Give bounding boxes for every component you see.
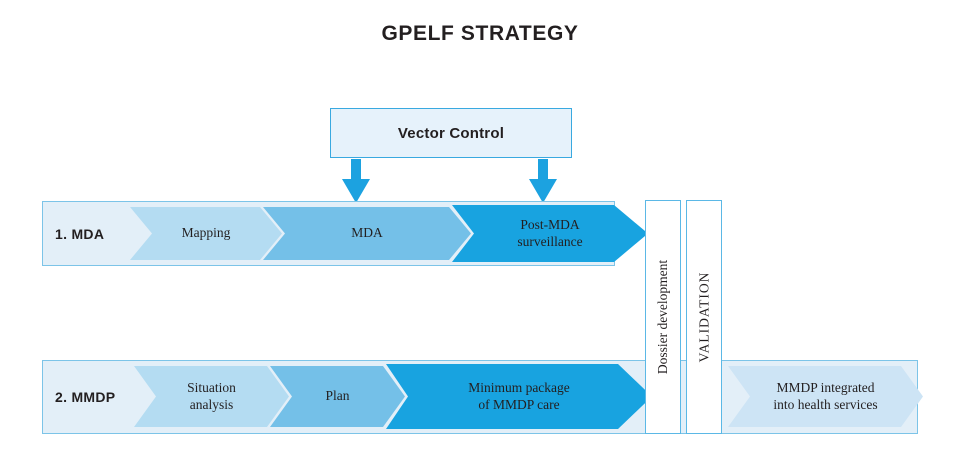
step-minimum-package-of-mmdp-care: Minimum package of MMDP care bbox=[386, 364, 652, 429]
page-title: GPELF STRATEGY bbox=[381, 22, 579, 45]
arrow-stem bbox=[351, 159, 361, 181]
step-plan-label: Plan bbox=[325, 388, 350, 404]
step-post-mda-surveillance: Post-MDA surveillance bbox=[452, 205, 648, 262]
down-arrow-icon-right bbox=[529, 159, 557, 203]
step-line-2: of MMDP care bbox=[478, 396, 560, 412]
down-arrow-icon-left bbox=[342, 159, 370, 203]
row-mmdp-label: 2. MMDP bbox=[55, 389, 116, 405]
step-minimum-package-label: Minimum package of MMDP care bbox=[462, 380, 576, 413]
vertical-box-validation-label: VALIDATION bbox=[696, 271, 711, 363]
arrow-head bbox=[529, 179, 557, 203]
vertical-box-dossier-development: Dossier development bbox=[645, 200, 681, 434]
vector-control-label: Vector Control bbox=[397, 124, 505, 142]
step-line-1: Minimum package bbox=[468, 380, 570, 396]
step-mmdp-integrated-into-health-services: MMDP integrated into health services bbox=[728, 366, 923, 427]
step-line-1: MMDP integrated bbox=[776, 380, 875, 396]
step-mapping: Mapping bbox=[130, 207, 282, 260]
step-line-2: analysis bbox=[189, 396, 234, 412]
vector-control-box: Vector Control bbox=[330, 108, 572, 158]
step-plan: Plan bbox=[270, 366, 405, 427]
step-line-1: Situation bbox=[187, 380, 236, 396]
row-mda-label: 1. MDA bbox=[55, 225, 105, 242]
step-mmdp-integrated-label: MMDP integrated into health services bbox=[767, 380, 883, 413]
step-situation-analysis: Situation analysis bbox=[134, 366, 289, 427]
step-mda: MDA bbox=[263, 207, 471, 260]
step-line-2: into health services bbox=[773, 396, 878, 412]
step-post-mda-surveillance-label: Post-MDA surveillance bbox=[511, 217, 588, 250]
step-line-2: surveillance bbox=[517, 233, 583, 249]
arrow-head bbox=[342, 179, 370, 203]
step-mda-label: MDA bbox=[351, 225, 383, 241]
step-mapping-label: Mapping bbox=[181, 225, 231, 241]
step-situation-analysis-label: Situation analysis bbox=[181, 380, 242, 413]
vertical-box-dossier-development-label: Dossier development bbox=[655, 259, 671, 375]
vertical-box-validation: VALIDATION bbox=[686, 200, 722, 434]
arrow-stem bbox=[538, 159, 548, 181]
step-line-1: Post-MDA bbox=[520, 217, 580, 233]
